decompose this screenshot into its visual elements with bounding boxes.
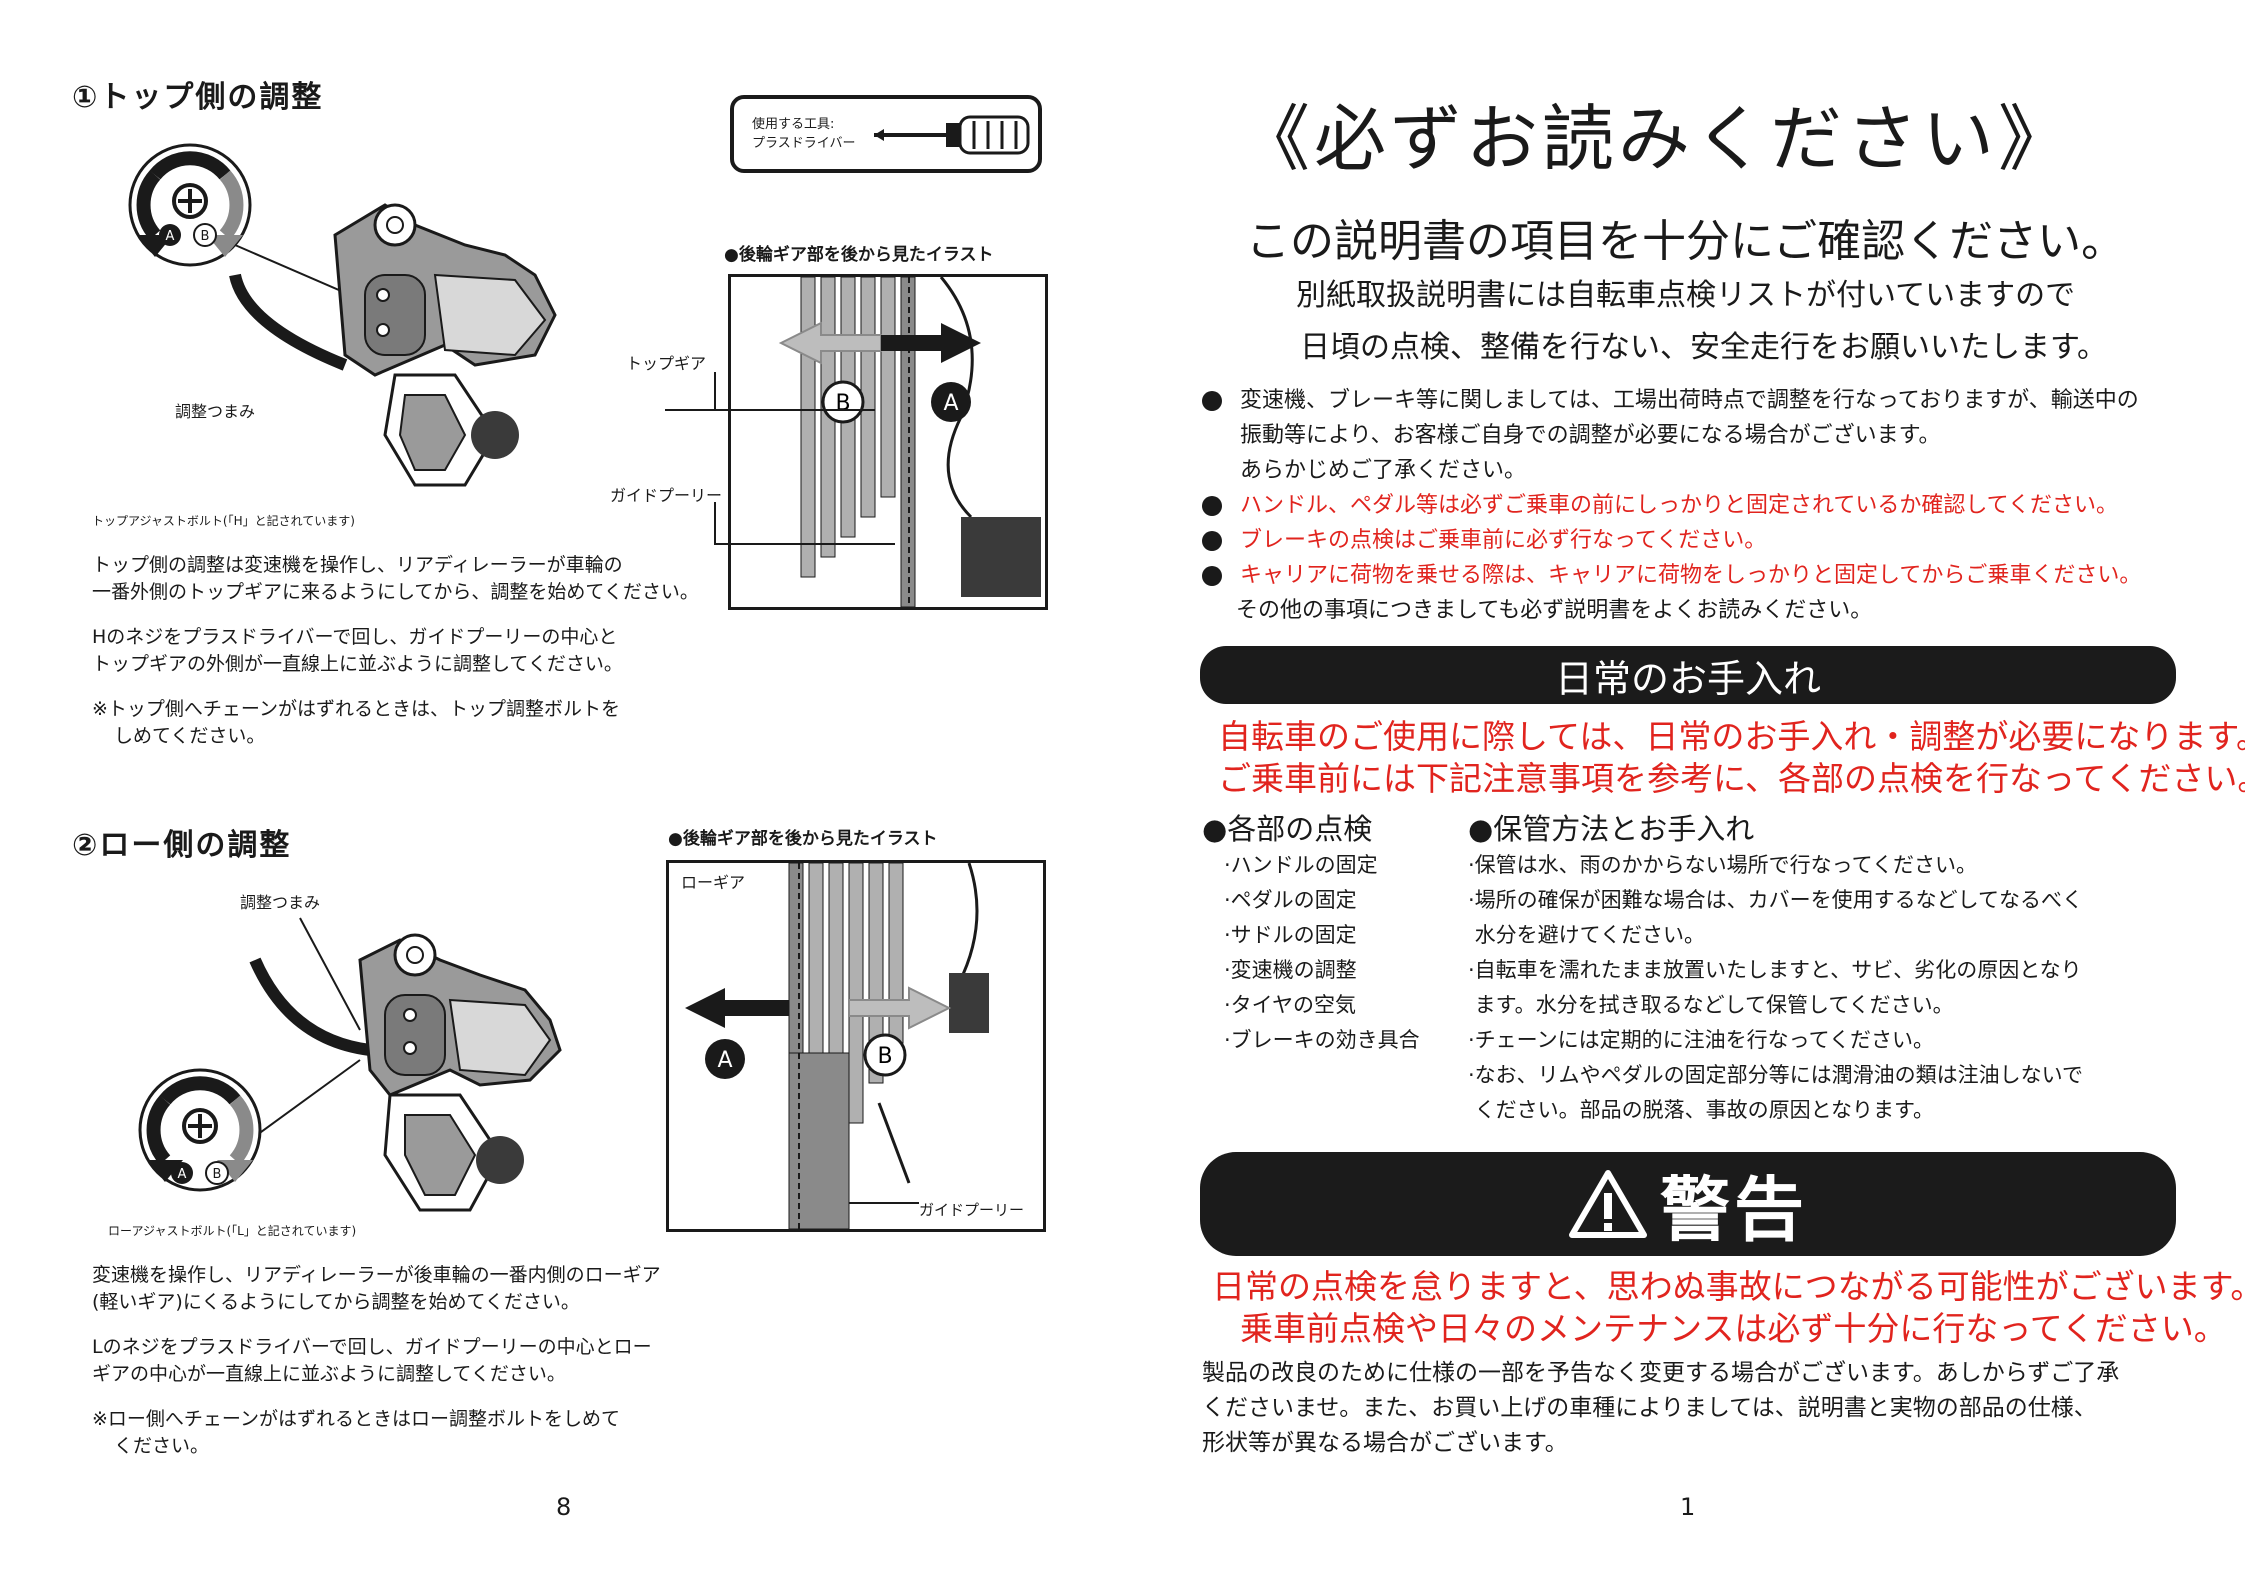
storage-line: ます。水分を拭き取るなどして保管してください。 <box>1468 993 1954 1017</box>
section1-illustration-caption: ●後輪ギア部を後から見たイラスト <box>724 245 994 265</box>
marker-a: A <box>178 1167 187 1182</box>
storage-list: ·保管は水、雨のかからない場所で行なってください。 ·場所の確保が困難な場合は、カ… <box>1468 848 2083 1128</box>
top-adjust-bolt-note: トップアジャストボルト(「H」と記されています) <box>92 514 355 528</box>
bullet-icon <box>1202 565 1222 586</box>
storage-heading: ●保管方法とお手入れ <box>1468 812 1755 846</box>
inspection-item: ·変速機の調整 <box>1224 958 1357 982</box>
list-item: キャリアに荷物を乗せる際は、キャリアに荷物をしっかりと固定してからご乗車ください… <box>1202 558 2141 593</box>
marker-a: A <box>166 229 175 244</box>
section2-para1: 変速機を操作し、リアディレーラーが後車輪の一番内側のローギア (軽いギア)にくる… <box>92 1264 661 1313</box>
list-item-cont: 振動等により、お客様ご自身での調整が必要になる場合がございます。 <box>1240 423 1941 448</box>
storage-column: ●保管方法とお手入れ ·保管は水、雨のかからない場所で行なってください。 ·場所の… <box>1468 810 2083 1128</box>
other-note: その他の事項につきましても必ず説明書をよくお読みください。 <box>1236 598 1873 623</box>
guide-pulley-label-2: ガイドプーリー <box>919 1199 1025 1220</box>
list-item: 変速機、ブレーキ等に関しましては、工場出荷時点で調整を行なっておりますが、輸送中… <box>1202 383 2141 418</box>
inspection-item: ·タイヤの空気 <box>1224 993 1357 1017</box>
storage-line: 水分を避けてください。 <box>1468 923 1706 947</box>
marker-b: B <box>201 229 210 244</box>
pointer-lines-top <box>665 372 895 545</box>
marker-b: B <box>213 1167 222 1182</box>
bullet-icon <box>1202 530 1222 551</box>
storage-line: ·保管は水、雨のかからない場所で行なってください。 <box>1468 853 1977 877</box>
arrow-right-icon <box>881 323 981 363</box>
daily-care-bar: 日常のお手入れ <box>1200 646 2176 704</box>
storage-line: ·自転車を濡れたまま放置いたしますと、サビ、劣化の原因となり <box>1468 958 2082 982</box>
tool-label-line2: プラスドライバー <box>752 136 856 151</box>
low-adjust-bolt-note: ローアジャストボルト(「L」と記されています) <box>108 1224 357 1238</box>
marker-a: A <box>943 391 958 416</box>
screwdriver-icon <box>874 115 1030 155</box>
footer-note: 製品の改良のために仕様の一部を予告なく変更する場合がございます。あしからずご了承… <box>1202 1360 2120 1456</box>
inspection-item: ·サドルの固定 <box>1224 923 1357 947</box>
warning-triangle-icon <box>1569 1170 1647 1238</box>
arrow-right-icon <box>848 986 952 1030</box>
arrow-left-icon <box>685 988 789 1028</box>
storage-line: ·チェーンには定期的に注油を行なってください。 <box>1468 1028 1934 1052</box>
phillips-screw-icon <box>172 183 208 219</box>
storage-line: ·なお、リムやペダルの固定部分等には潤滑油の類は注油しないで <box>1468 1063 2084 1087</box>
left-page-number: 8 <box>556 1493 572 1521</box>
marker-b: B <box>877 1044 892 1069</box>
rear-view-frame-low: A B ローギア ガイドプーリー <box>666 860 1046 1232</box>
top-gear-label: トップギア <box>626 354 707 373</box>
section1-heading: ①トップ側の調整 <box>72 80 324 115</box>
tool-label-line1: 使用する工具: <box>752 117 835 132</box>
section2-heading: ②ロー側の調整 <box>72 828 292 863</box>
list-item: ハンドル、ペダル等は必ずご乗車の前にしっかりと固定されているか確認してください。 <box>1202 488 2141 523</box>
section1-para1: トップ側の調整は変速機を操作し、リアディレーラーが車輪の 一番外側のトップギアに… <box>92 554 699 603</box>
caution-list: 変速機、ブレーキ等に関しましては、工場出荷時点で調整を行なっておりますが、輸送中… <box>1202 383 2141 628</box>
guide-pulley-label-1: ガイドプーリー <box>610 486 723 505</box>
inspection-heading: ●各部の点検 <box>1202 812 1373 846</box>
subtitle: この説明書の項目を十分にご確認ください。 <box>1246 216 2126 267</box>
derailleur-illustration-low: 調整つまみ A B <box>138 893 562 1212</box>
storage-line: ください。部品の脱落、事故の原因となります。 <box>1468 1098 1934 1122</box>
section2-illustration-caption: ●後輪ギア部を後から見たイラスト <box>668 829 938 849</box>
inspection-column: ●各部の点検 ·ハンドルの固定 ·ペダルの固定 ·サドルの固定 ·変速機の調整 ·タイヤ… <box>1202 810 1420 1058</box>
low-gear-label: ローギア <box>681 869 746 893</box>
bullet-icon <box>1202 495 1222 516</box>
list-item-cont: あらかじめご了承ください。 <box>1240 458 1527 483</box>
adjust-knob-label: 調整つまみ <box>240 893 320 912</box>
daily-care-red-text: 自転車のご使用に際しては、日常のお手入れ・調整が必要になります。 ご乗車前には下… <box>1218 717 2245 798</box>
inspection-item: ·ペダルの固定 <box>1224 888 1357 912</box>
derailleur-illustration-top: A B 調整つまみ <box>128 143 557 487</box>
marker-a: A <box>717 1048 732 1073</box>
list-item: ブレーキの点検はご乗車前に必ず行なってください。 <box>1202 523 2141 558</box>
section2-note: ※ロー側へチェーンがはずれるときはロー調整ボルトをしめて ください。 <box>92 1408 620 1457</box>
intro-text: 別紙取扱説明書には自転車点検リストが付いていますので 日頃の点検、整備を行ない、… <box>1296 278 2107 365</box>
inspection-item: ·ハンドルの固定 <box>1224 853 1378 877</box>
daily-care-heading: 日常のお手入れ <box>1554 656 1821 701</box>
bullet-icon <box>1202 390 1222 411</box>
warning-heading: 警告 <box>1660 1168 1808 1251</box>
storage-line: ·場所の確保が困難な場合は、カバーを使用するなどしてなるべく <box>1468 888 2084 912</box>
inspection-list: ·ハンドルの固定 ·ペダルの固定 ·サドルの固定 ·変速機の調整 ·タイヤの空気 ·ブレー… <box>1202 848 1420 1058</box>
section1-note: ※トップ側へチェーンがはずれるときは、トップ調整ボルトを しめてください。 <box>92 698 620 747</box>
adjust-knob-label: 調整つまみ <box>175 402 255 421</box>
section2-para2: Lのネジをプラスドライバーで回し、ガイドプーリーの中心とロー ギアの中心が一直線… <box>92 1336 652 1385</box>
section1-para2: Hのネジをプラスドライバーで回し、ガイドプーリーの中心と トップギアの外側が一直… <box>92 626 623 675</box>
right-page-number: 1 <box>1680 1493 1696 1521</box>
warning-bar: 警告 <box>1200 1152 2176 1256</box>
tool-box: 使用する工具: プラスドライバー <box>730 95 1042 173</box>
page-title: 《必ずお読みください》 <box>1238 97 2075 181</box>
warning-red-text: 日常の点検を怠りますと、思わぬ事故につながる可能性がございます。 乗車前点検や日… <box>1212 1267 2245 1348</box>
inspection-item: ·ブレーキの効き具合 <box>1224 1028 1420 1052</box>
